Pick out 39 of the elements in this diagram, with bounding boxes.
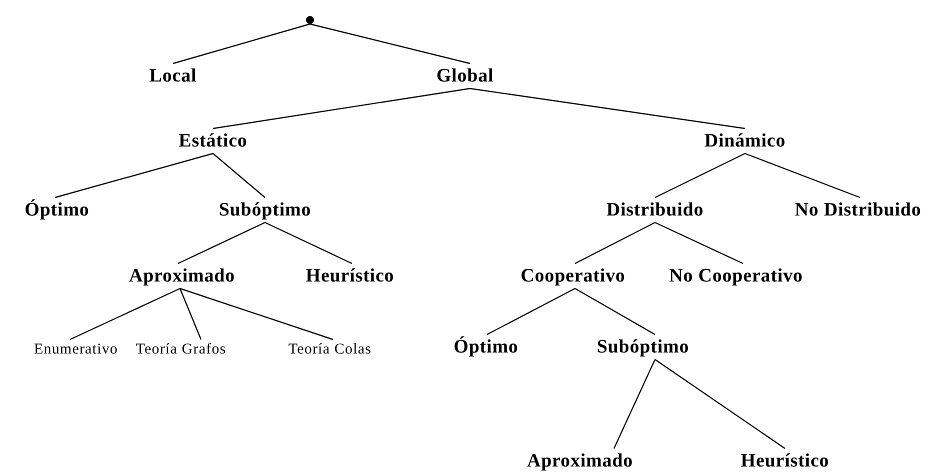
- tree-label: Heurístico: [306, 264, 394, 288]
- tree-branch-line: [654, 359, 786, 449]
- tree-label: Distribuido: [606, 198, 704, 222]
- tree-label: No Cooperativo: [669, 264, 803, 288]
- tree-label: Local: [149, 64, 197, 88]
- tree-label: Óptimo: [24, 198, 90, 222]
- root-dot: [306, 16, 314, 24]
- tree-label: Global: [436, 64, 494, 88]
- tree-branch-line: [744, 152, 860, 198]
- tree-branch-line: [70, 288, 180, 340]
- tree-branch-line: [178, 222, 266, 264]
- tree-label: Cooperativo: [520, 264, 626, 288]
- tree-branch-line: [574, 288, 656, 336]
- tree-branch-line: [180, 288, 334, 340]
- tree-branch-line: [574, 222, 656, 264]
- tree-label: Aproximado: [128, 264, 236, 288]
- tree-branch-line: [470, 88, 746, 130]
- tree-branch-line: [179, 288, 202, 340]
- tree-label: Teoría Colas: [288, 340, 372, 360]
- tree-branch-line: [264, 222, 352, 264]
- tree-label: Subóptimo: [218, 198, 312, 222]
- tree-branch-line: [310, 23, 470, 64]
- tree-label: Dinámico: [704, 128, 786, 154]
- tree-branch-line: [486, 288, 576, 336]
- tree-label: No Distribuido: [794, 198, 922, 222]
- tree-label: Teoría Grafos: [136, 340, 226, 360]
- tree-branch-line: [212, 88, 470, 130]
- tree-label: Subóptimo: [596, 334, 690, 360]
- tree-label: Estático: [178, 128, 248, 154]
- tree-label: Óptimo: [454, 334, 518, 360]
- tree-branch-line: [172, 23, 310, 64]
- tree-branch-line: [54, 152, 214, 198]
- tree-label: Aproximado: [526, 448, 634, 473]
- tree-label: Enumerativo: [34, 340, 118, 360]
- tree-branch-line: [654, 222, 744, 264]
- tree-branch-line: [613, 359, 656, 449]
- tree-branch-line: [654, 152, 746, 198]
- tree-label: Heurístico: [740, 448, 830, 473]
- tree-branch-line: [212, 153, 266, 198]
